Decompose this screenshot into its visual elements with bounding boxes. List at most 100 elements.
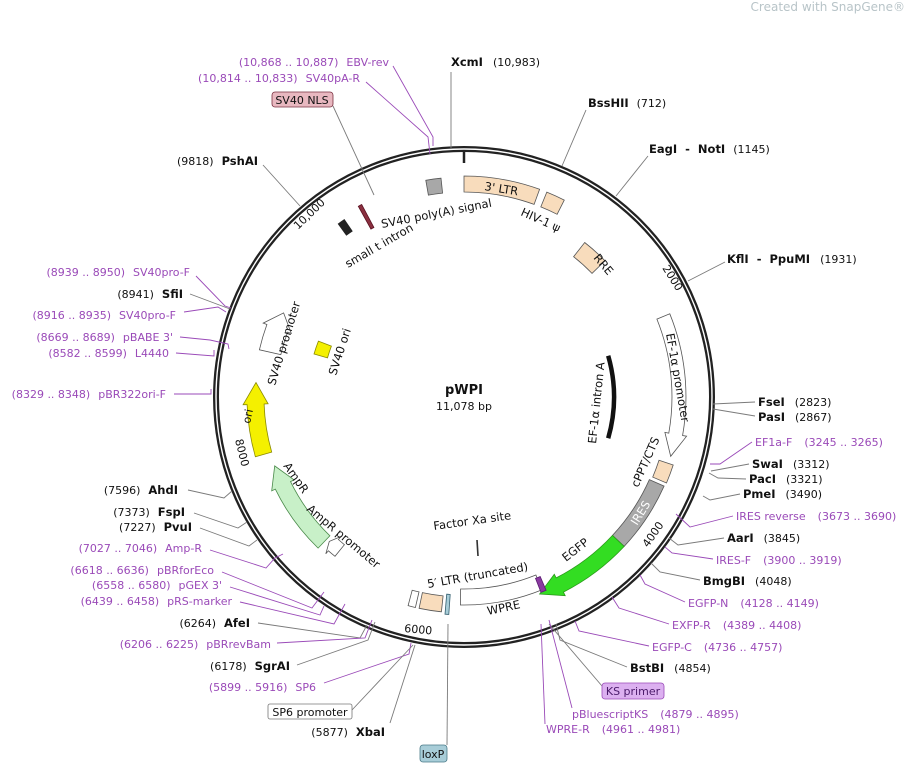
feature-label-factor-xa: Factor Xa site — [432, 508, 511, 533]
afei-leader — [257, 622, 368, 639]
egfp-n-leader — [639, 574, 686, 603]
feature-hiv-psi[interactable] — [540, 191, 565, 215]
prs-marker-leader — [239, 601, 346, 625]
feature-ampr-promoter[interactable] — [325, 536, 345, 557]
primer-sv40pro-f-1[interactable]: (8939 .. 8950)SV40pro-F — [46, 266, 190, 279]
feature-ef1a-intron-a[interactable] — [606, 355, 617, 439]
primer-amp-r[interactable]: (7027 .. 7046)Amp-R — [79, 542, 203, 555]
sp6-promoter-box[interactable] — [267, 703, 353, 720]
ires-f-leader — [664, 546, 714, 560]
enzyme-pmei[interactable]: PmeI(3490) — [743, 487, 822, 501]
enzyme-eagi-noti[interactable]: EagI - NotI(1145) — [649, 142, 770, 156]
bstbi-leader — [555, 623, 628, 668]
feature-ef1a-promoter[interactable] — [656, 313, 688, 458]
enzyme-pshai[interactable]: (9818)PshAI — [177, 154, 258, 168]
feature-5ltr-small-arrow[interactable] — [407, 589, 420, 608]
feature-label-cppt-cts: cPPT/CTS — [628, 435, 663, 490]
primer-ires-reverse[interactable]: IRES reverse(3673 .. 3690) — [736, 510, 896, 523]
feature-label-sv40-polya: SV40 poly(A) signal — [380, 196, 493, 231]
sp6-promoter-leader — [351, 644, 414, 711]
feature-5ltr[interactable] — [418, 592, 444, 613]
egfp-c-leader — [574, 620, 650, 647]
pshai-leader — [262, 164, 301, 207]
enzyme-aari[interactable]: AarI(3845) — [727, 531, 800, 545]
loxp-box[interactable] — [419, 744, 448, 763]
feature-rre[interactable] — [573, 241, 606, 274]
enzyme-pasi[interactable]: PasI(2867) — [758, 410, 832, 424]
enzyme-bmgbi[interactable]: BmgBI(4048) — [703, 574, 792, 588]
feature-sv40-nls[interactable] — [357, 203, 375, 230]
primer-pgex3[interactable]: (6558 .. 6580)pGEX 3' — [92, 579, 222, 592]
feature-ori[interactable] — [242, 381, 273, 458]
snapgene-watermark: Created with SnapGene® — [751, 0, 905, 14]
feature-small-t-intron[interactable] — [337, 219, 353, 236]
pbabe3-leader — [179, 336, 230, 350]
tick-6000: 6000 — [404, 622, 433, 637]
ahdi-leader — [187, 489, 233, 499]
enzyme-ahdi[interactable]: (7596)AhdI — [104, 483, 178, 497]
primer-exfp-r[interactable]: EXFP-R(4389 .. 4408) — [672, 619, 801, 632]
enzyme-xbai[interactable]: (5877)XbaI — [311, 725, 385, 739]
feature-wpre-mark[interactable] — [534, 575, 547, 593]
bsshii-leader — [561, 109, 587, 167]
sv40-nls-leader — [332, 105, 375, 196]
feature-cppt-cts[interactable] — [652, 459, 674, 484]
ks-primer-box[interactable] — [601, 682, 665, 700]
loxp-leader — [446, 623, 449, 746]
primer-pbrforeco[interactable]: (6618 .. 6636)pBRforEco — [70, 564, 214, 577]
feature-egfp[interactable] — [538, 534, 625, 597]
factor-xa-mark — [476, 539, 479, 557]
enzyme-sgrai[interactable]: (6178)SgrAI — [210, 659, 290, 673]
primer-ef1a-f[interactable]: EF1a-F(3245 .. 3265) — [755, 436, 883, 449]
primer-ebv-rev[interactable]: (10,868 .. 10,887)EBV-rev — [239, 56, 390, 69]
enzyme-fsei[interactable]: FseI(2823) — [758, 395, 831, 409]
feature-3ltr[interactable] — [463, 175, 541, 205]
feature-sv40-ori[interactable] — [313, 340, 332, 359]
pmei-leader — [702, 493, 741, 501]
primer-sv40pa-r[interactable]: (10,814 .. 10,833)SV40pA-R — [198, 72, 360, 85]
primer-sp6[interactable]: (5899 .. 5916)SP6 — [209, 681, 316, 694]
enzyme-swai[interactable]: SwaI(3312) — [752, 457, 830, 471]
enzyme-afei[interactable]: (6264)AfeI — [179, 616, 250, 630]
pgex3-leader — [229, 586, 325, 616]
feature-label-ef1a-promoter: EF-1α promoter — [663, 332, 692, 423]
feature-loxp[interactable] — [444, 593, 451, 615]
feature-sv40-polya[interactable] — [425, 177, 444, 196]
primer-pbabe3[interactable]: (8669 .. 8689)pBABE 3' — [36, 331, 173, 344]
enzyme-bstbi[interactable]: BstBI(4854) — [630, 661, 711, 675]
eagi-noti-leader — [615, 155, 649, 197]
feature-label-ef1a-intron: EF-1α intron A — [585, 361, 607, 444]
enzyme-paci[interactable]: PacI(3321) — [749, 472, 823, 486]
feature-wpre[interactable] — [459, 574, 543, 606]
primer-sv40pro-f-2[interactable]: (8916 .. 8935)SV40pro-F — [32, 309, 176, 322]
enzyme-xcmi[interactable]: XcmI(10,983) — [451, 55, 540, 69]
sv40pro-f2-leader — [183, 306, 227, 313]
feature-sv40-promoter[interactable] — [258, 312, 292, 356]
amp-r-leader — [209, 549, 284, 569]
primer-prs-marker[interactable]: (6439 .. 6458)pRS-marker — [81, 595, 233, 608]
feature-ampr[interactable] — [271, 465, 331, 549]
primer-egfp-n[interactable]: EGFP-N(4128 .. 4149) — [688, 597, 819, 610]
enzyme-pvui[interactable]: (7227)PvuI — [119, 520, 192, 534]
primer-pbr322ori-f[interactable]: (8329 .. 8348)pBR322ori-F — [12, 388, 166, 401]
feature-label-ori: ori — [240, 408, 256, 425]
primer-pbluescriptks[interactable]: pBluescriptKS(4879 .. 4895) — [572, 708, 739, 721]
primer-ires-f[interactable]: IRES-F(3900 .. 3919) — [716, 554, 842, 567]
enzyme-bsshii[interactable]: BssHII(712) — [588, 96, 666, 110]
enzyme-sfii[interactable]: (8941)SfiI — [117, 287, 183, 301]
primer-l4440[interactable]: (8582 .. 8599)L4440 — [48, 347, 169, 360]
sp6-promoter-label: SP6 promoter — [272, 706, 348, 719]
pasi-leader — [712, 408, 756, 417]
primer-egfp-c[interactable]: EGFP-C(4736 .. 4757) — [652, 641, 782, 654]
primer-pbrrevbam[interactable]: (6206 .. 6225)pBRrevBam — [120, 638, 271, 651]
aari-leader — [668, 537, 725, 546]
enzyme-kfli-ppumi[interactable]: KflI - PpuMI(1931) — [727, 252, 857, 266]
pbr322ori-f-leader — [174, 389, 212, 395]
primer-wpre-r[interactable]: WPRE-R(4961 .. 4981) — [546, 723, 680, 736]
enzyme-fspi[interactable]: (7373)FspI — [113, 505, 185, 519]
ks-primer-leader — [548, 623, 603, 687]
sv40-nls-box[interactable] — [271, 91, 334, 108]
feature-layer — [242, 175, 688, 615]
sv40pro-f1-leader — [195, 275, 232, 309]
